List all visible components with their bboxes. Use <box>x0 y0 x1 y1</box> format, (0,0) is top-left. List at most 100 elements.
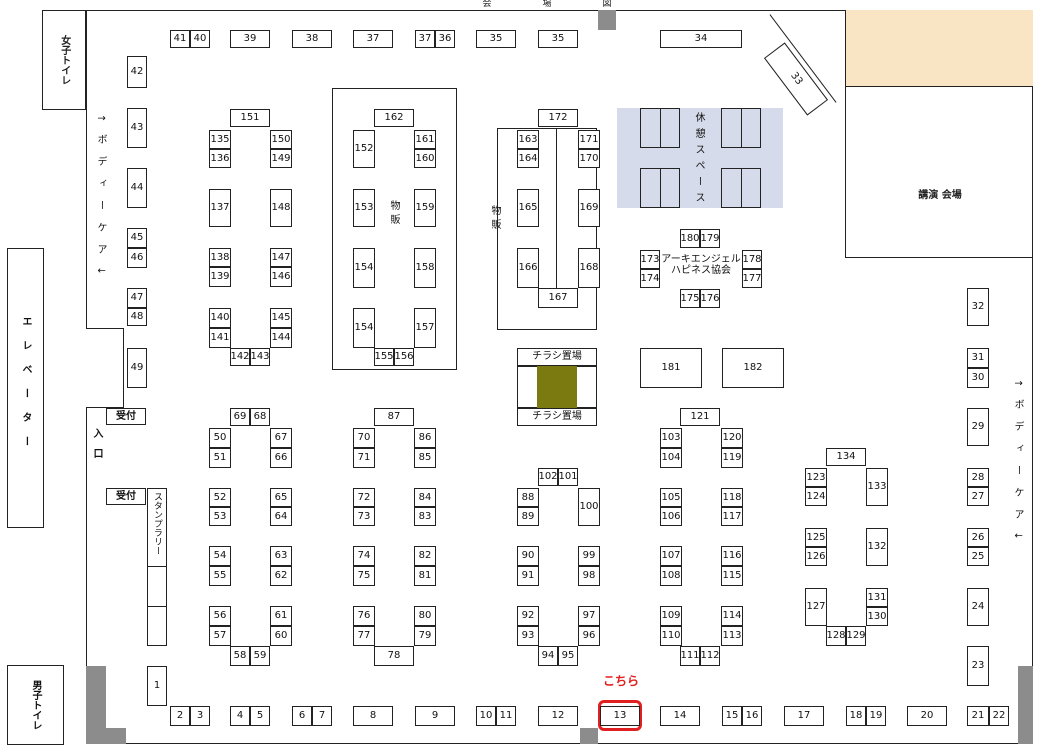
booth-56[interactable]: 56 <box>209 606 231 626</box>
booth-113[interactable]: 113 <box>721 626 743 646</box>
booth-139[interactable]: 139 <box>209 267 231 287</box>
booth-39[interactable]: 39 <box>230 30 270 48</box>
booth-68[interactable]: 68 <box>250 408 270 426</box>
booth-29[interactable]: 29 <box>967 408 989 446</box>
booth-38[interactable]: 38 <box>292 30 332 48</box>
booth-50[interactable]: 50 <box>209 428 231 448</box>
booth-137[interactable]: 137 <box>209 189 231 227</box>
booth-13[interactable]: 13 <box>600 706 640 726</box>
booth-11[interactable]: 11 <box>496 706 516 726</box>
booth-20[interactable]: 20 <box>907 706 947 726</box>
booth-175[interactable]: 175 <box>680 289 700 308</box>
booth-107[interactable]: 107 <box>660 546 682 566</box>
booth-63[interactable]: 63 <box>270 546 292 566</box>
booth-162[interactable]: 162 <box>374 109 414 127</box>
booth-45[interactable]: 45 <box>127 228 147 248</box>
booth-145[interactable]: 145 <box>270 308 292 328</box>
booth-17[interactable]: 17 <box>784 706 824 726</box>
booth-150[interactable]: 150 <box>270 130 292 149</box>
booth-164[interactable]: 164 <box>517 149 539 168</box>
booth-101[interactable]: 101 <box>558 468 578 486</box>
booth-154[interactable]: 154 <box>353 308 375 348</box>
booth-165[interactable]: 165 <box>517 189 539 227</box>
booth-61[interactable]: 61 <box>270 606 292 626</box>
booth-136[interactable]: 136 <box>209 149 231 168</box>
booth-91[interactable]: 91 <box>517 566 539 586</box>
booth-173[interactable]: 173 <box>640 250 660 269</box>
booth-167[interactable]: 167 <box>538 288 578 308</box>
booth-146[interactable]: 146 <box>270 267 292 287</box>
booth-161[interactable]: 161 <box>414 130 436 149</box>
booth-94[interactable]: 94 <box>538 646 558 666</box>
booth-5[interactable]: 5 <box>250 706 270 726</box>
booth-92[interactable]: 92 <box>517 606 539 626</box>
booth-89[interactable]: 89 <box>517 507 539 526</box>
booth-49[interactable]: 49 <box>127 348 147 388</box>
booth-47[interactable]: 47 <box>127 288 147 308</box>
booth-4[interactable]: 4 <box>230 706 250 726</box>
booth-99[interactable]: 99 <box>578 546 600 566</box>
booth-37[interactable]: 37 <box>415 30 435 48</box>
booth-67[interactable]: 67 <box>270 428 292 448</box>
booth-77[interactable]: 77 <box>353 626 375 646</box>
booth-41[interactable]: 41 <box>170 30 190 48</box>
booth-157[interactable]: 157 <box>414 308 436 348</box>
booth-27[interactable]: 27 <box>967 487 989 506</box>
booth-93[interactable]: 93 <box>517 626 539 646</box>
booth-53[interactable]: 53 <box>209 507 231 526</box>
booth-78[interactable]: 78 <box>374 646 414 666</box>
booth-163[interactable]: 163 <box>517 130 539 149</box>
booth-79[interactable]: 79 <box>414 626 436 646</box>
booth-153[interactable]: 153 <box>353 189 375 227</box>
booth-36[interactable]: 36 <box>435 30 455 48</box>
booth-3[interactable]: 3 <box>190 706 210 726</box>
booth-28[interactable]: 28 <box>967 468 989 487</box>
booth-74[interactable]: 74 <box>353 546 375 566</box>
booth-123[interactable]: 123 <box>805 468 827 487</box>
booth-176[interactable]: 176 <box>700 289 720 308</box>
booth-84[interactable]: 84 <box>414 488 436 507</box>
booth-109[interactable]: 109 <box>660 606 682 626</box>
booth-117[interactable]: 117 <box>721 507 743 526</box>
booth-121[interactable]: 121 <box>680 408 720 426</box>
booth-159[interactable]: 159 <box>414 189 436 227</box>
booth-31[interactable]: 31 <box>967 348 989 368</box>
booth-141[interactable]: 141 <box>209 328 231 348</box>
booth-52[interactable]: 52 <box>209 488 231 507</box>
booth-54[interactable]: 54 <box>209 546 231 566</box>
booth-22[interactable]: 22 <box>989 706 1009 726</box>
booth-35[interactable]: 35 <box>538 30 578 48</box>
booth-170[interactable]: 170 <box>578 149 600 168</box>
booth-82[interactable]: 82 <box>414 546 436 566</box>
booth-152[interactable]: 152 <box>353 130 375 168</box>
booth-71[interactable]: 71 <box>353 448 375 468</box>
booth-85[interactable]: 85 <box>414 448 436 468</box>
booth-115[interactable]: 115 <box>721 566 743 586</box>
booth-126[interactable]: 126 <box>805 547 827 566</box>
booth-97[interactable]: 97 <box>578 606 600 626</box>
booth-70[interactable]: 70 <box>353 428 375 448</box>
booth-151[interactable]: 151 <box>230 109 270 127</box>
booth-138[interactable]: 138 <box>209 248 231 267</box>
booth-182[interactable]: 182 <box>722 348 784 388</box>
booth-172[interactable]: 172 <box>538 109 578 127</box>
booth-148[interactable]: 148 <box>270 189 292 227</box>
booth-108[interactable]: 108 <box>660 566 682 586</box>
booth-10[interactable]: 10 <box>476 706 496 726</box>
booth-127[interactable]: 127 <box>805 588 827 626</box>
booth-131[interactable]: 131 <box>866 588 888 607</box>
booth-32[interactable]: 32 <box>967 288 989 326</box>
booth-160[interactable]: 160 <box>414 149 436 168</box>
booth-104[interactable]: 104 <box>660 448 682 468</box>
booth-30[interactable]: 30 <box>967 368 989 388</box>
booth-73[interactable]: 73 <box>353 507 375 526</box>
booth-128[interactable]: 128 <box>826 626 846 646</box>
booth-64[interactable]: 64 <box>270 507 292 526</box>
booth-112[interactable]: 112 <box>700 646 720 666</box>
booth-16[interactable]: 16 <box>742 706 762 726</box>
booth-88[interactable]: 88 <box>517 488 539 507</box>
booth-174[interactable]: 174 <box>640 269 660 288</box>
booth-35[interactable]: 35 <box>476 30 516 48</box>
booth-44[interactable]: 44 <box>127 168 147 208</box>
booth-96[interactable]: 96 <box>578 626 600 646</box>
